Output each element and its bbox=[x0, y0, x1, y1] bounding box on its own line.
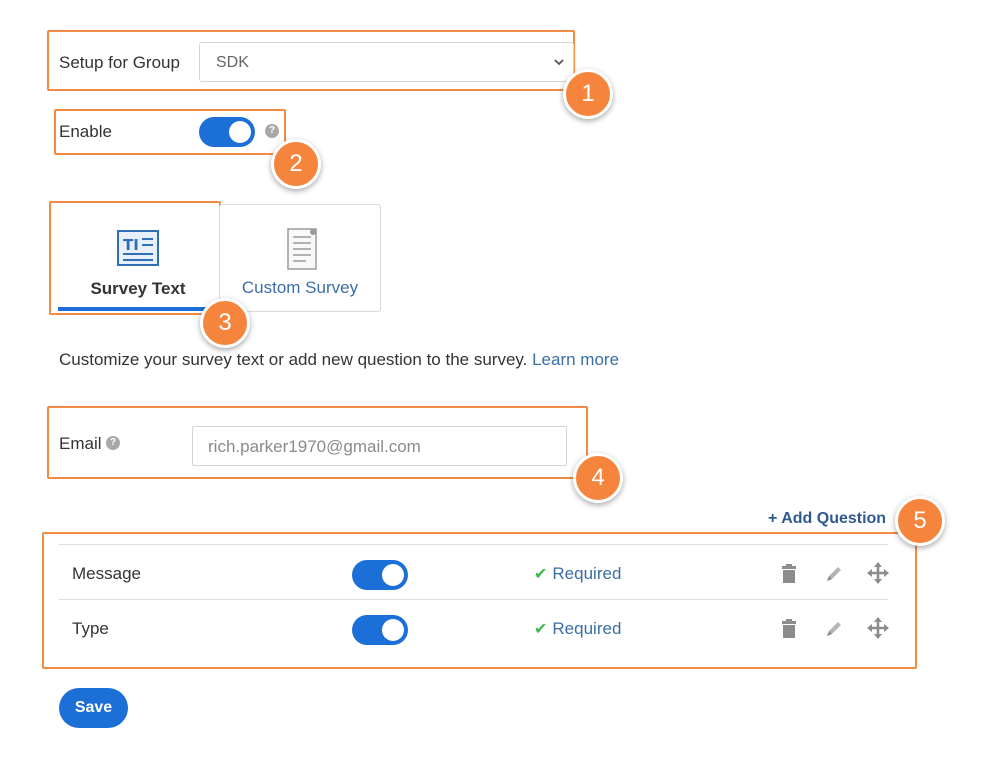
group-select-value: SDK bbox=[216, 54, 249, 71]
callout-1: 1 bbox=[563, 69, 613, 119]
highlight-group-setup bbox=[47, 30, 575, 91]
email-label: Email bbox=[59, 434, 102, 453]
chevron-down-icon bbox=[554, 59, 564, 66]
email-placeholder: rich.parker1970@gmail.com bbox=[208, 437, 421, 456]
group-setup-label: Setup for Group bbox=[59, 53, 180, 72]
required-indicator: ✔Required bbox=[534, 619, 621, 639]
check-icon: ✔ bbox=[534, 621, 548, 638]
required-label: Required bbox=[552, 619, 622, 638]
trash-icon[interactable] bbox=[778, 618, 800, 640]
question-label: Type bbox=[72, 619, 109, 638]
question-label: Message bbox=[72, 564, 141, 583]
question-toggle[interactable] bbox=[352, 615, 408, 645]
tab-survey-text-label: Survey Text bbox=[90, 279, 186, 298]
move-icon[interactable] bbox=[867, 617, 889, 639]
toggle-knob bbox=[382, 619, 404, 641]
highlight-enable bbox=[54, 109, 286, 155]
highlight-questions bbox=[42, 532, 917, 669]
document-icon bbox=[287, 228, 317, 270]
learn-more-link[interactable]: Learn more bbox=[532, 350, 620, 369]
callout-3: 3 bbox=[200, 298, 250, 348]
help-icon[interactable]: ? bbox=[106, 436, 120, 450]
toggle-knob bbox=[229, 121, 251, 143]
trash-icon[interactable] bbox=[778, 563, 800, 585]
help-icon[interactable]: ? bbox=[265, 124, 279, 138]
tab-custom-survey-label: Custom Survey bbox=[241, 278, 359, 297]
save-button[interactable]: Save bbox=[59, 688, 128, 728]
description-text: Customize your survey text or add new qu… bbox=[59, 350, 528, 369]
active-tab-indicator bbox=[58, 307, 218, 311]
move-icon[interactable] bbox=[867, 562, 889, 584]
required-label: Required bbox=[552, 564, 622, 583]
pencil-icon[interactable] bbox=[823, 563, 845, 585]
tab-survey-text[interactable]: TI Survey Text bbox=[57, 205, 219, 312]
add-question-button[interactable]: + Add Question bbox=[768, 510, 887, 527]
table-divider bbox=[59, 544, 888, 545]
required-indicator: ✔Required bbox=[534, 564, 621, 584]
check-icon: ✔ bbox=[534, 566, 548, 583]
toggle-knob bbox=[382, 564, 404, 586]
survey-description: Customize your survey text or add new qu… bbox=[59, 350, 619, 370]
callout-5: 5 bbox=[895, 496, 945, 546]
table-divider bbox=[59, 599, 888, 600]
enable-label: Enable bbox=[59, 122, 112, 141]
callout-4: 4 bbox=[573, 453, 623, 503]
tab-custom-survey[interactable]: Custom Survey bbox=[219, 204, 381, 312]
svg-text:TI: TI bbox=[123, 236, 139, 254]
question-toggle[interactable] bbox=[352, 560, 408, 590]
email-input[interactable]: rich.parker1970@gmail.com bbox=[192, 426, 567, 466]
highlight-email bbox=[47, 406, 588, 479]
group-select[interactable]: SDK bbox=[199, 42, 574, 82]
text-format-icon: TI bbox=[117, 230, 159, 266]
pencil-icon[interactable] bbox=[823, 618, 845, 640]
callout-2: 2 bbox=[271, 139, 321, 189]
enable-toggle[interactable] bbox=[199, 117, 255, 147]
